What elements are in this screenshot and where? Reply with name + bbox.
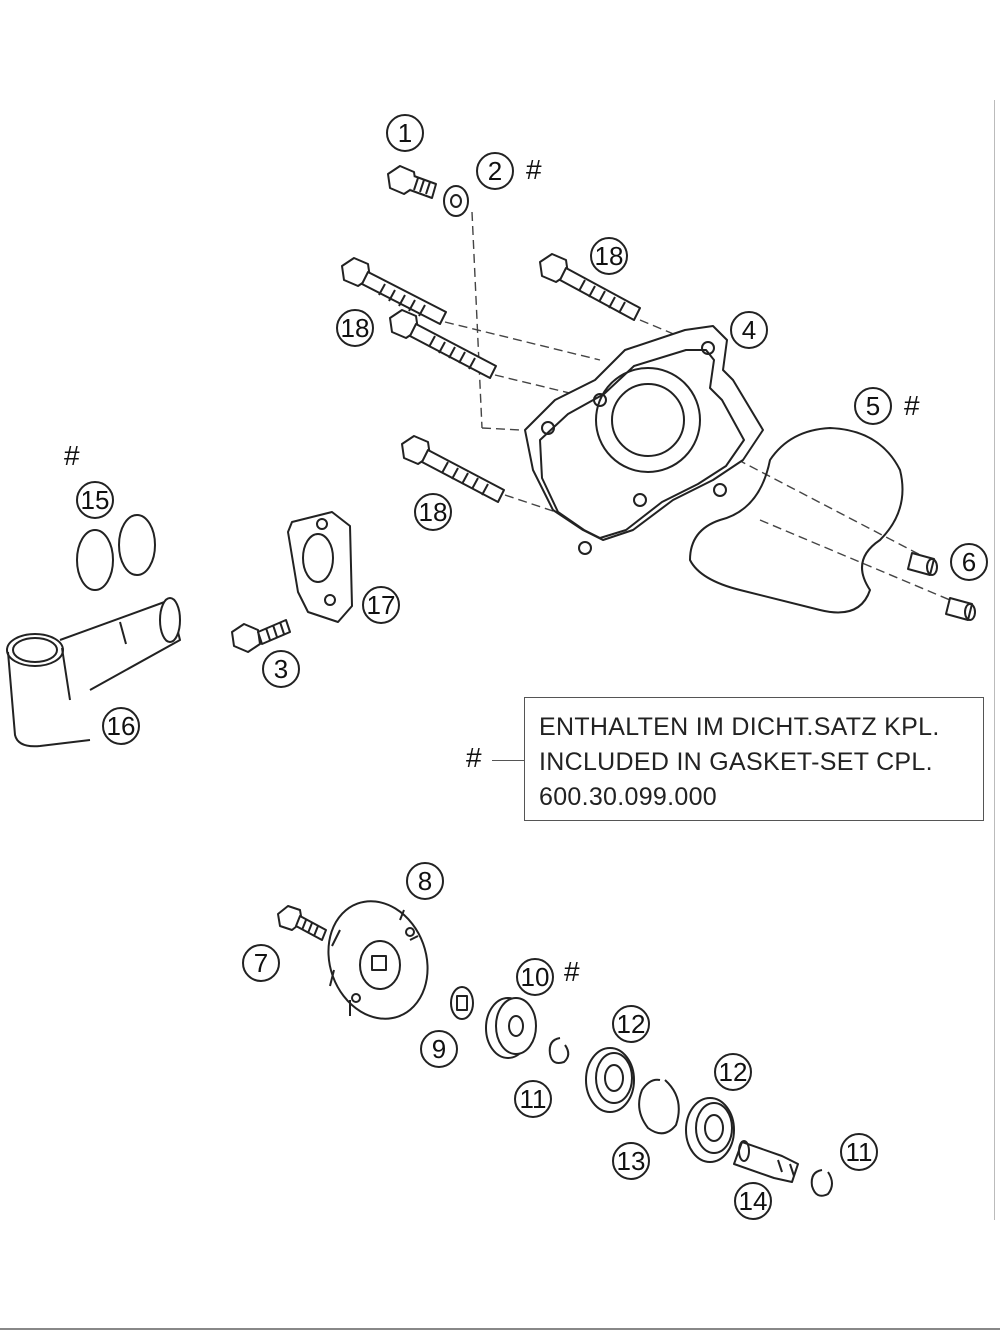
callout-18-left: 18 <box>336 309 374 347</box>
callout-18-lower: 18 <box>414 493 452 531</box>
page-border-bottom <box>0 1328 1000 1330</box>
callout-14: 14 <box>734 1182 772 1220</box>
callout-7: 7 <box>242 944 280 982</box>
callout-17: 17 <box>362 586 400 624</box>
callout-11-a: 11 <box>514 1080 552 1118</box>
callout-11-b: 11 <box>840 1133 878 1171</box>
callout-15: 15 <box>76 481 114 519</box>
dowel-6 <box>907 552 976 621</box>
callout-2: 2 <box>476 152 514 190</box>
impeller-8 <box>327 900 429 1020</box>
legend-line-german: ENTHALTEN IM DICHT.SATZ KPL. <box>539 713 940 741</box>
circlip-11-b <box>810 1169 833 1197</box>
callout-4: 4 <box>730 311 768 349</box>
bolt-3 <box>231 619 291 653</box>
bolt-18-lower <box>401 435 505 503</box>
page-border-right <box>994 100 995 1220</box>
marker-hash-15: # <box>64 440 80 471</box>
o-ring-5 <box>689 427 904 614</box>
legend-part-number: 600.30.099.000 <box>539 783 717 811</box>
callout-8: 8 <box>406 862 444 900</box>
bearing-12-a <box>585 1047 635 1113</box>
callout-9: 9 <box>420 1030 458 1068</box>
callout-6: 6 <box>950 543 988 581</box>
pump-cover-4 <box>524 325 764 555</box>
bolt-1 <box>387 165 437 199</box>
marker-hash-2: # <box>526 154 542 185</box>
bolt-18-top-right <box>539 253 641 321</box>
legend-marker-hash: # <box>466 742 482 773</box>
bolt-7 <box>277 905 327 941</box>
seal-10 <box>485 997 537 1059</box>
marker-hash-10: # <box>564 956 580 987</box>
marker-hash-5: # <box>904 390 920 421</box>
callout-12-b: 12 <box>714 1053 752 1091</box>
o-rings-15 <box>76 514 156 591</box>
gasket-set-legend-box: ENTHALTEN IM DICHT.SATZ KPL. INCLUDED IN… <box>524 697 984 821</box>
callout-5: 5 <box>854 387 892 425</box>
hose-elbow-16 <box>6 597 181 748</box>
circlip-11-a <box>548 1037 570 1064</box>
callout-3: 3 <box>262 650 300 688</box>
bolt-18-middle-left <box>389 309 497 379</box>
bolt-18-upper-left <box>341 257 447 325</box>
callout-16: 16 <box>102 707 140 745</box>
shaft-14 <box>733 1140 799 1183</box>
washer-2 <box>443 185 469 217</box>
callout-18-top: 18 <box>590 237 628 275</box>
callout-1: 1 <box>386 114 424 152</box>
callout-10: 10 <box>516 958 554 996</box>
flange-gasket-17 <box>287 511 353 623</box>
legend-line-english: INCLUDED IN GASKET-SET CPL. <box>539 748 933 776</box>
bearing-12-b <box>685 1097 735 1163</box>
callout-12-a: 12 <box>612 1005 650 1043</box>
washer-9 <box>450 986 474 1020</box>
callout-13: 13 <box>612 1142 650 1180</box>
legend-leader-line <box>492 760 524 761</box>
circlip-13 <box>638 1078 680 1135</box>
